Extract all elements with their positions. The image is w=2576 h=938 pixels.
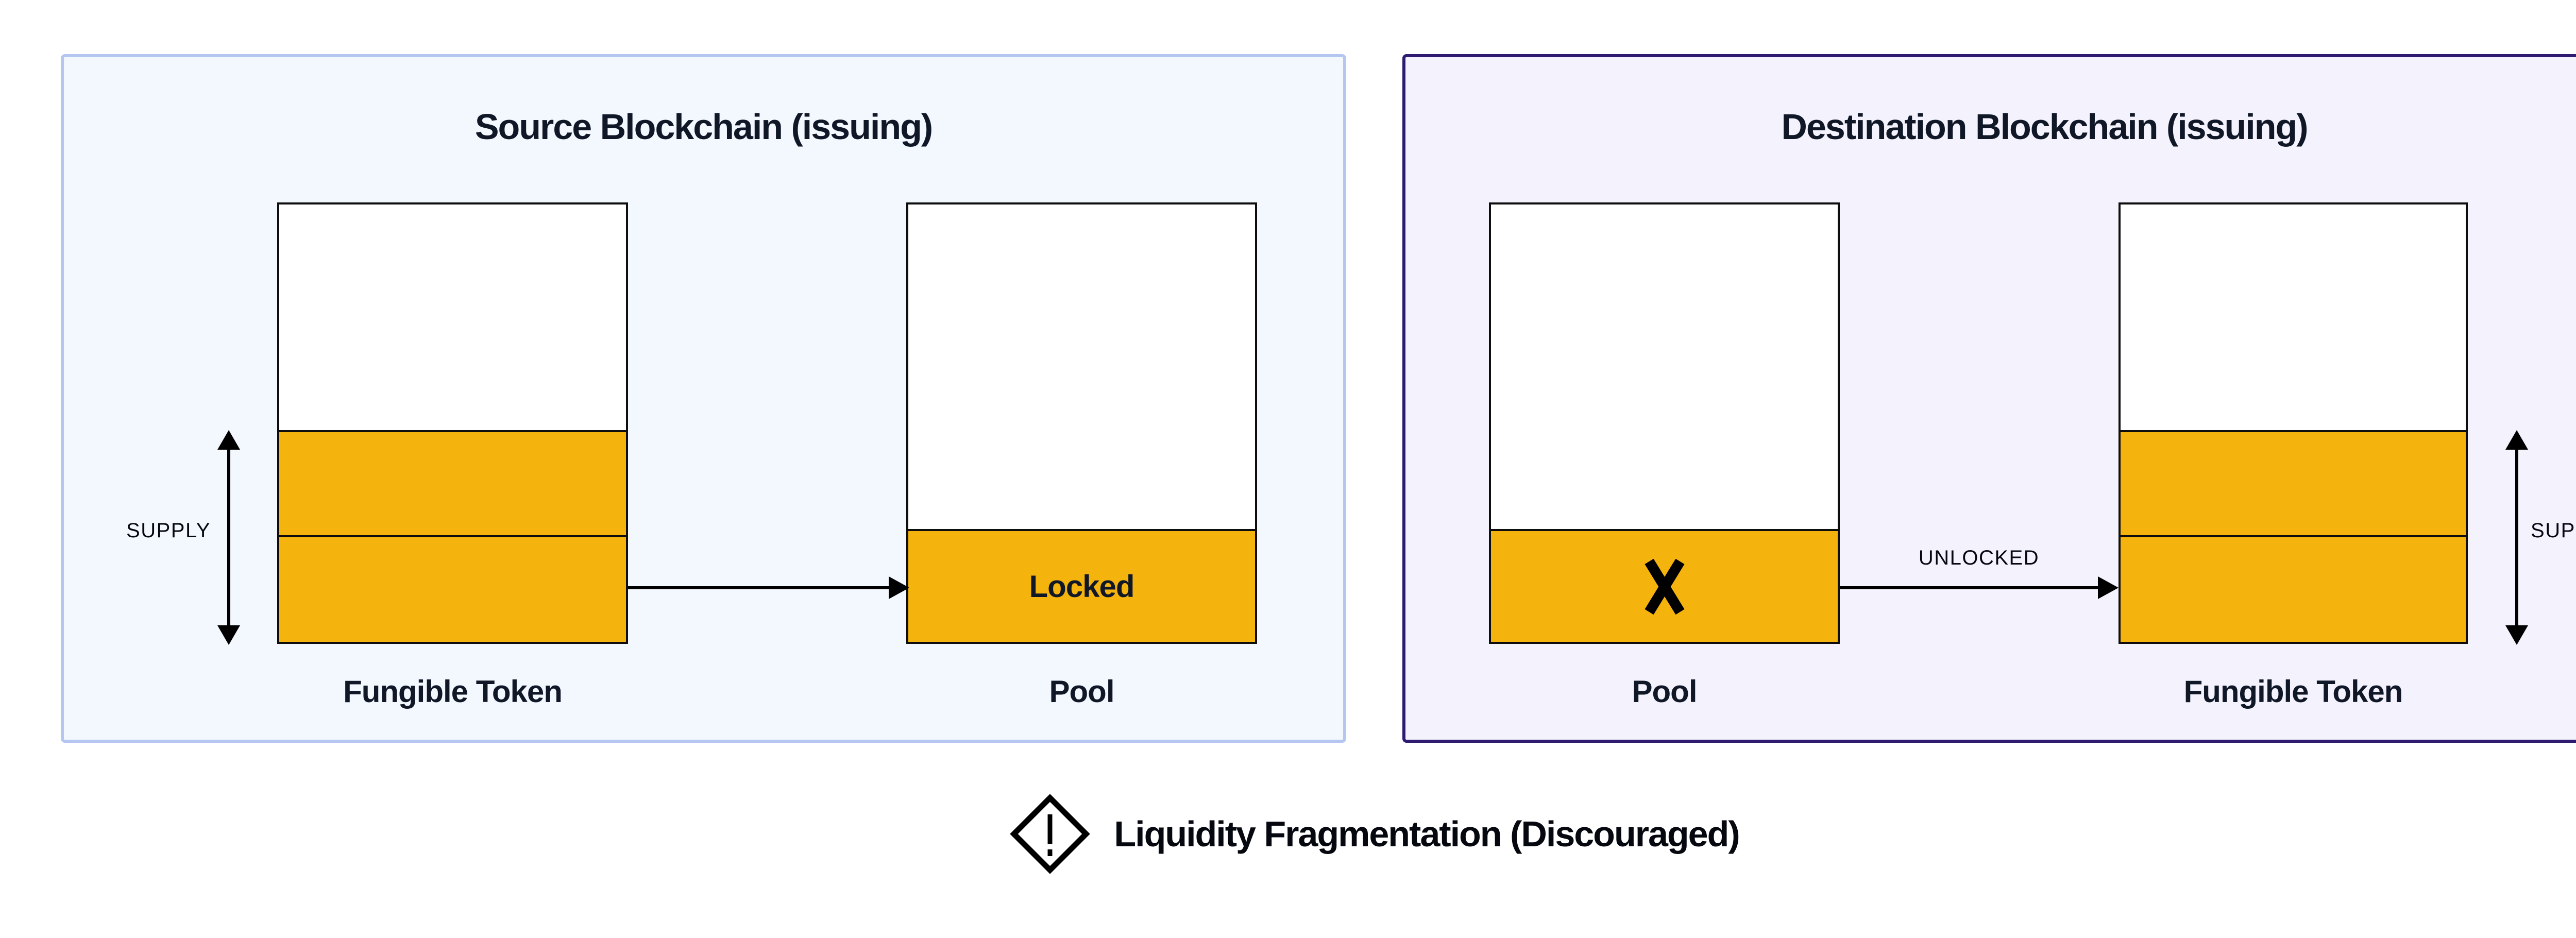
destination-token-label: Fungible Token bbox=[2183, 674, 2403, 709]
source-token-supply-fill bbox=[279, 430, 626, 642]
destination-blockchain-panel: Destination Blockchain (issuing) UNLOCKE… bbox=[1402, 54, 2576, 743]
destination-supply-label: SUPPLY bbox=[2531, 519, 2576, 542]
caption: Liquidity Fragmentation (Discouraged) bbox=[0, 793, 2576, 875]
source-pool-label: Pool bbox=[1049, 674, 1115, 709]
lock-transfer-arrow bbox=[628, 573, 909, 602]
locked-label: Locked bbox=[1029, 569, 1134, 604]
source-pool-bar: Locked bbox=[906, 202, 1257, 644]
arrow-right-icon bbox=[889, 576, 909, 599]
destination-pool-fill bbox=[1491, 529, 1838, 642]
destination-pool-bar bbox=[1489, 202, 1840, 644]
source-token-label: Fungible Token bbox=[343, 674, 563, 709]
source-blockchain-panel: Source Blockchain (issuing) Locked SUPPL… bbox=[61, 54, 1346, 743]
source-pool-locked-fill: Locked bbox=[908, 529, 1255, 642]
destination-fungible-token-bar bbox=[2119, 202, 2468, 644]
arrow-down-icon bbox=[2505, 625, 2528, 645]
source-fungible-token-bar bbox=[277, 202, 628, 644]
unlocked-label: UNLOCKED bbox=[1918, 547, 2040, 569]
unlock-transfer-arrow bbox=[1840, 573, 2119, 602]
destination-token-segment-divider bbox=[2121, 535, 2466, 537]
source-supply-label: SUPPLY bbox=[126, 519, 211, 542]
caption-text: Liquidity Fragmentation (Discouraged) bbox=[1114, 814, 1740, 854]
source-token-segment-divider bbox=[279, 535, 626, 537]
destination-pool-label: Pool bbox=[1632, 674, 1698, 709]
warning-diamond-icon bbox=[1010, 794, 1091, 874]
destination-token-supply-fill bbox=[2121, 430, 2466, 642]
arrow-right-icon bbox=[2098, 576, 2119, 599]
destination-supply-range-arrow bbox=[2505, 430, 2528, 645]
destination-panel-title: Destination Blockchain (issuing) bbox=[1781, 107, 2308, 147]
x-icon bbox=[1644, 558, 1685, 615]
source-supply-range-arrow bbox=[217, 430, 240, 645]
source-panel-title: Source Blockchain (issuing) bbox=[474, 107, 933, 147]
arrow-down-icon bbox=[217, 625, 240, 645]
